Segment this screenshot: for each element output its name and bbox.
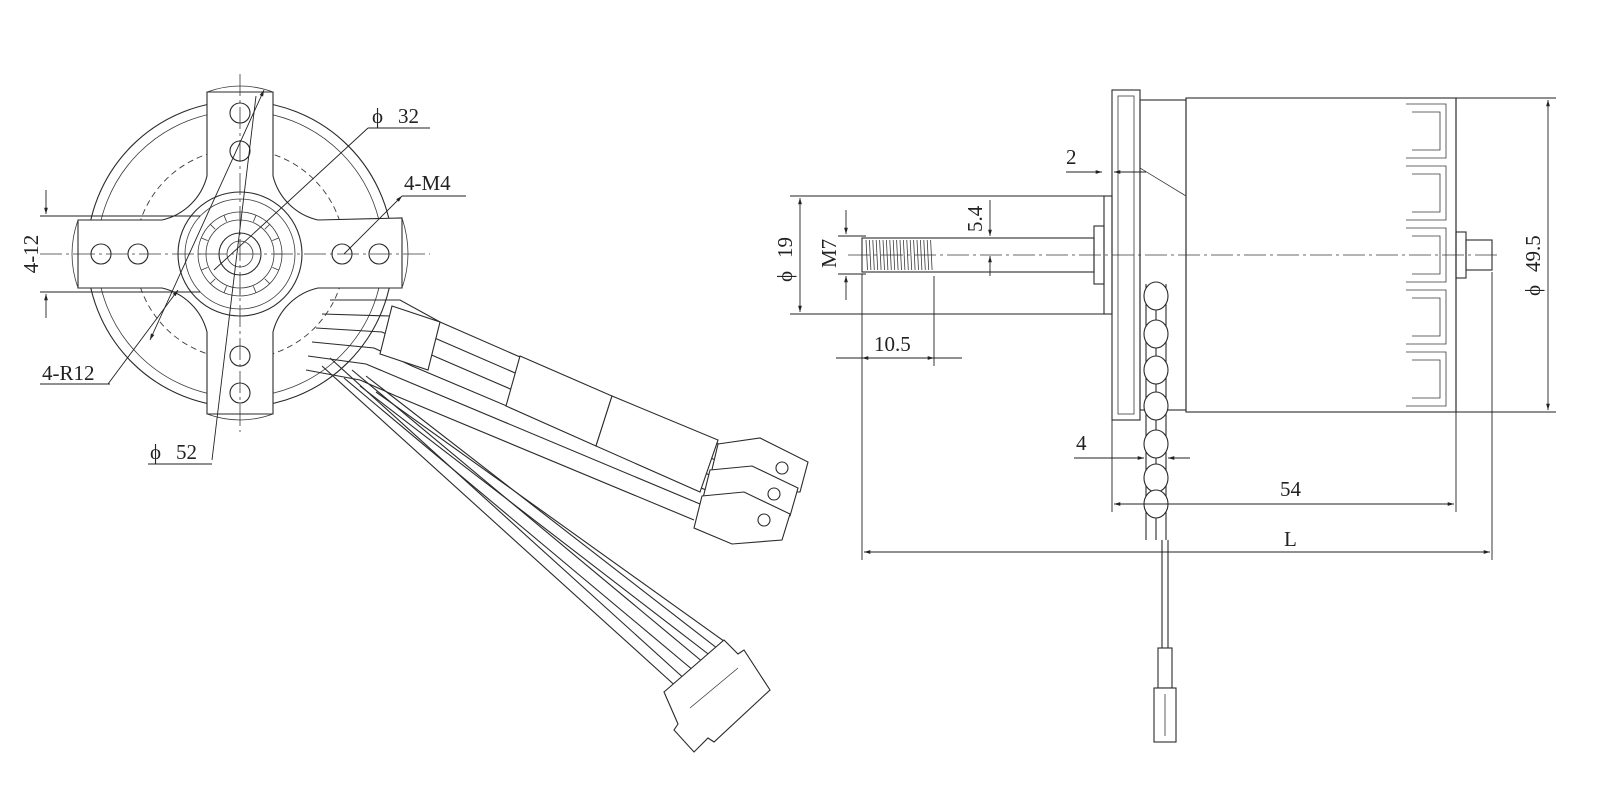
dim-dia-52-symbol: ϕ	[150, 440, 161, 464]
dim-tail-4: 4	[1076, 431, 1087, 455]
dim-dia-52: 52	[176, 440, 197, 464]
dim-dia-32-symbol: ϕ	[372, 104, 383, 128]
dim-dia-19: 19	[773, 237, 797, 258]
dim-thread-m7: M7	[817, 239, 841, 268]
dim-thread-length-10-5: 10.5	[874, 332, 911, 356]
dim-dia-49-5-symbol: ϕ	[1521, 285, 1545, 296]
dim-radius-4-r12: 4-R12	[42, 361, 95, 385]
sensor-plug	[663, 639, 771, 753]
dim-dia-32: 32	[398, 104, 419, 128]
side-sensor-plug	[1157, 647, 1173, 689]
front-view: ϕ 32 4-M4 4-12 4-R12 ϕ 52	[19, 74, 809, 753]
power-leads	[305, 299, 809, 753]
dim-dia-19-symbol: ϕ	[773, 271, 797, 282]
dim-shaft-flat-5-4: 5.4	[963, 205, 987, 232]
dim-dia-49-5: 49.5	[1521, 235, 1545, 272]
bullet-connector	[693, 491, 791, 545]
stator-segments	[1406, 103, 1447, 407]
dim-total-length-l: L	[1284, 527, 1297, 551]
side-leads	[1143, 281, 1177, 743]
dim-flange-thickness-2: 2	[1066, 145, 1077, 169]
dim-slot-4-12: 4-12	[19, 235, 43, 274]
dim-holes-4-m4: 4-M4	[404, 171, 451, 195]
dim-body-length-54: 54	[1280, 477, 1302, 501]
side-view: ϕ 19 M7 5.4 10.5 2 ϕ 49.5 4	[773, 89, 1556, 743]
